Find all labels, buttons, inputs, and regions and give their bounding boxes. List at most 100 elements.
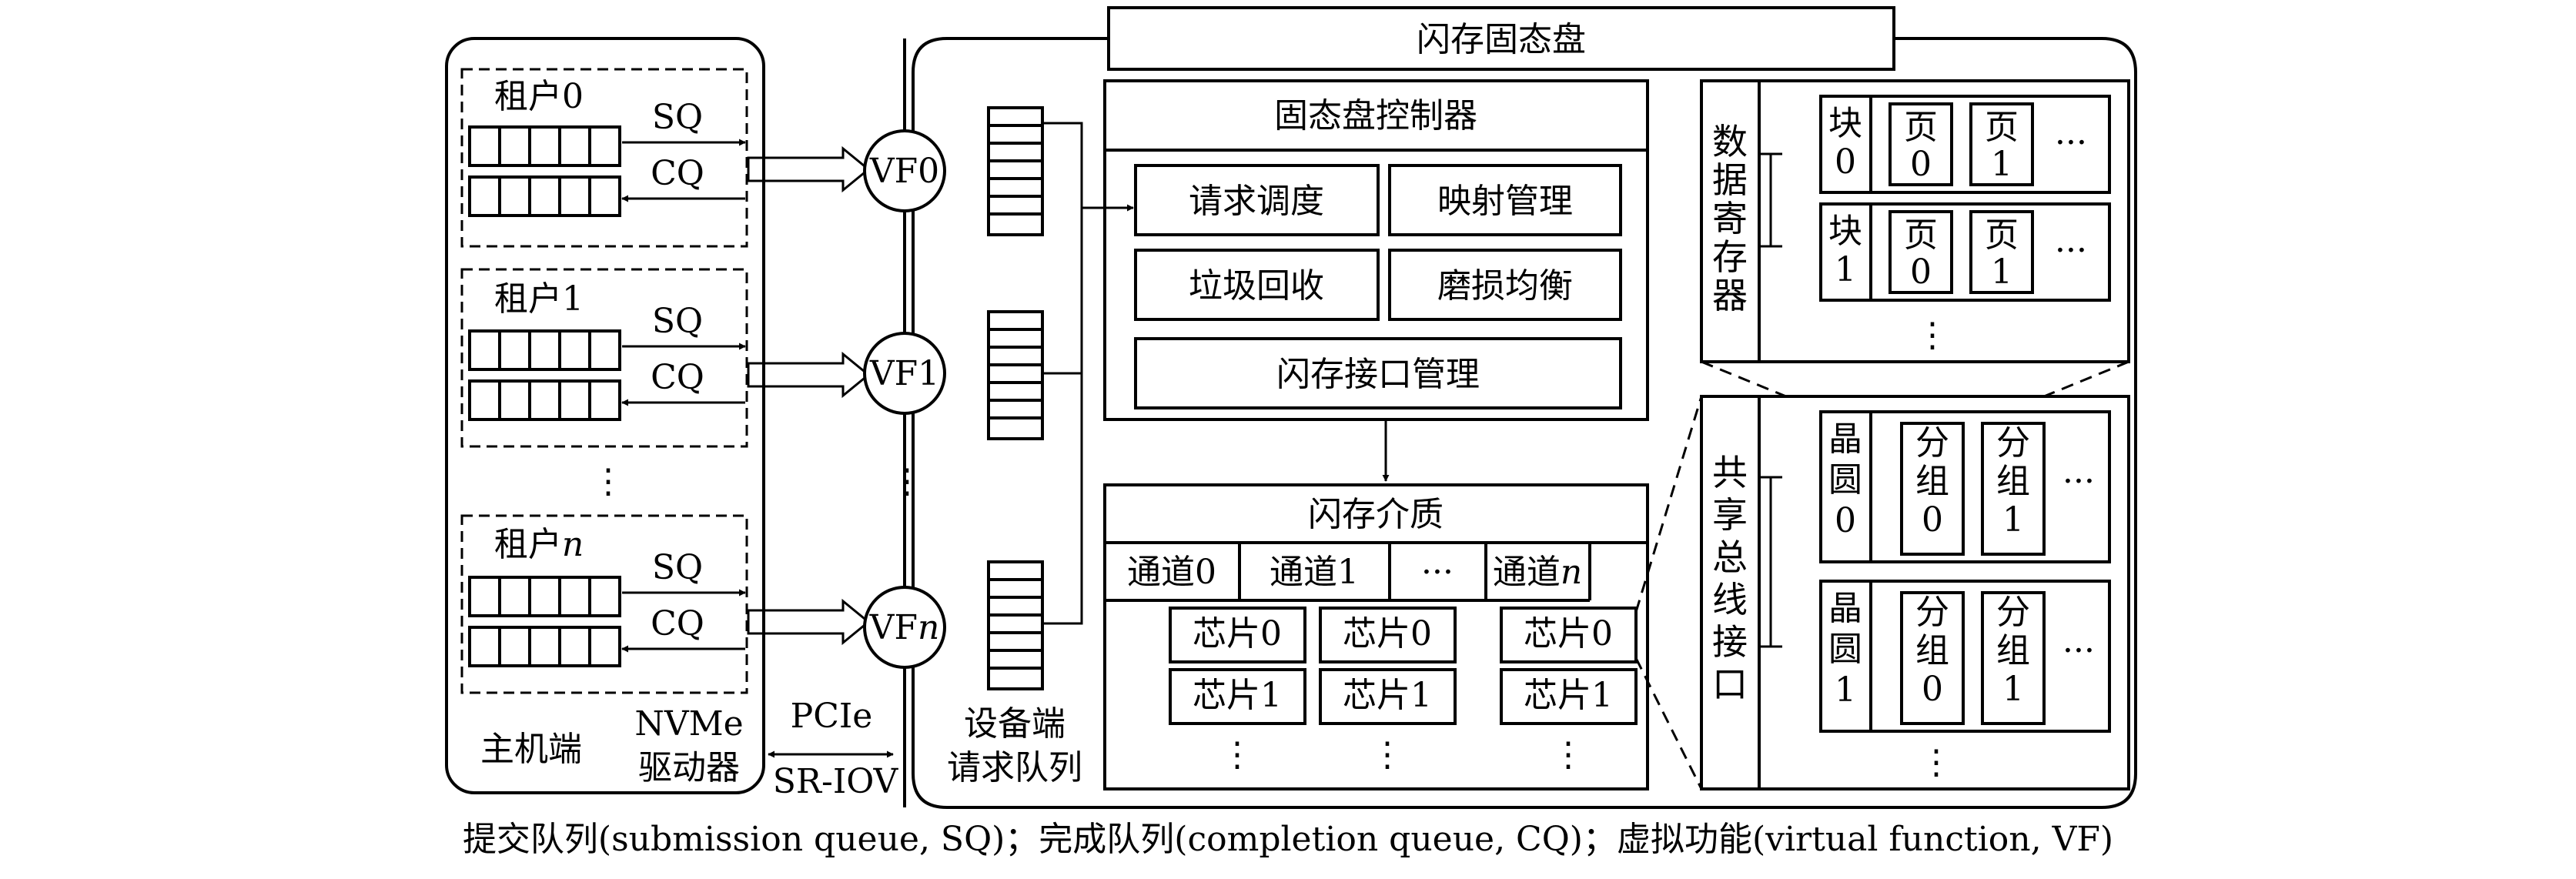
chip-box <box>1169 607 1638 725</box>
chip-label: 芯片0 <box>1343 614 1432 653</box>
vertical-title-char: 寄 <box>1712 198 1748 239</box>
module-label: 映射管理 <box>1437 182 1573 221</box>
group-label: 分 <box>1915 423 1949 463</box>
module-box <box>1388 164 1622 236</box>
register-bracket <box>1759 152 1782 248</box>
wafer-box <box>1819 580 2111 733</box>
page-label: 页 <box>1904 216 1938 255</box>
wafer-box <box>1819 410 2111 563</box>
tenant-n-box <box>460 514 748 694</box>
page-ellipsis: ··· <box>2055 231 2087 270</box>
group-label: 0 <box>1922 670 1943 709</box>
media-box <box>1103 483 1649 790</box>
group-label: 组 <box>1915 462 1949 501</box>
page-label: 页 <box>1904 108 1938 147</box>
vertical-title-char: 线 <box>1712 579 1748 620</box>
group-label: 组 <box>1996 462 2030 501</box>
module-label: 闪存接口管理 <box>1276 355 1480 394</box>
module-box <box>1134 337 1622 409</box>
vertical-title-char: 器 <box>1712 275 1748 316</box>
device-queue-label: 设备端 <box>964 704 1066 744</box>
wafer-label: 晶 <box>1828 589 1862 628</box>
driver-label: 驱动器 <box>638 748 740 787</box>
vertical-title-char: 享 <box>1712 494 1748 536</box>
driver-label: NVMe <box>634 704 743 744</box>
ssd-title: 闪存固态盘 <box>1417 20 1586 59</box>
vertical-title-char: 共 <box>1712 452 1748 493</box>
wafer-label: 1 <box>1835 670 1856 710</box>
caption: 提交队列(submission queue, SQ)；完成队列(completi… <box>463 820 2113 859</box>
block-label: 块 <box>1828 212 1862 251</box>
sq-label: SQ <box>652 98 703 137</box>
vf-circle <box>863 129 946 212</box>
block-box <box>1819 95 2111 194</box>
zoom-lines <box>1634 360 2129 790</box>
block-label: 1 <box>1835 250 1856 289</box>
tenant-1-box <box>460 268 748 448</box>
host-label: 主机端 <box>480 730 582 769</box>
chip-ellipsis: ⋮ <box>1220 735 1254 774</box>
page-ellipsis: ··· <box>2055 123 2087 162</box>
group-label: 组 <box>1915 631 1949 670</box>
page-label: 1 <box>1991 252 2012 292</box>
vertical-title-char: 据 <box>1712 159 1748 201</box>
wafer-label: 圆 <box>1828 460 1862 500</box>
device-queue <box>987 560 1044 690</box>
block-label: 0 <box>1835 142 1856 182</box>
hollow-arrow <box>747 145 871 193</box>
vertical-title-char: 存 <box>1712 236 1748 278</box>
bus-bracket <box>1759 476 1782 648</box>
media-title: 闪存介质 <box>1308 495 1444 534</box>
wafer-label: 圆 <box>1828 630 1862 669</box>
wafer-ellipsis: ⋮ <box>1919 743 1953 782</box>
hollow-arrow <box>747 351 871 399</box>
group-label: 组 <box>1996 631 2030 670</box>
module-label: 磨损均衡 <box>1437 266 1573 306</box>
register-title: 数据寄存器 <box>1712 121 1748 316</box>
chip-label: 芯片1 <box>1524 676 1613 715</box>
channel-label: 通道n <box>1493 553 1582 592</box>
channel-label: 通道0 <box>1127 553 1216 592</box>
host-queue <box>468 329 621 421</box>
tenant-ellipsis: ⋮ <box>591 462 625 501</box>
ssd-outline <box>912 37 2137 809</box>
cq-label: CQ <box>651 604 704 643</box>
page-label: 页 <box>1985 108 2019 147</box>
controller-title: 固态盘控制器 <box>1274 96 1477 135</box>
vertical-title-char: 口 <box>1712 663 1748 705</box>
module-label: 请求调度 <box>1189 182 1324 221</box>
sq-cq-arrows <box>621 139 746 653</box>
group-label: 分 <box>1996 593 2030 632</box>
queue-merge-lines <box>1042 122 1134 625</box>
chip-label: 芯片0 <box>1193 614 1282 653</box>
bus-title: 共享总线接口 <box>1712 452 1748 705</box>
wafer-label: 0 <box>1835 501 1856 540</box>
tenant-label: 租户0 <box>494 77 584 116</box>
module-box <box>1388 249 1622 321</box>
group-label: 1 <box>2002 670 2024 709</box>
vf-circle <box>863 332 946 415</box>
controller-box <box>1103 79 1649 421</box>
chip-ellipsis: ⋮ <box>1551 735 1585 774</box>
host-queue <box>468 125 621 217</box>
vf-ellipsis: ⋮ <box>890 462 924 501</box>
group-label: 0 <box>1922 500 1943 540</box>
hollow-arrow <box>747 598 871 646</box>
chip-label: 芯片1 <box>1193 676 1282 715</box>
group-ellipsis: ··· <box>2062 631 2095 670</box>
tenant-0-box <box>460 68 748 248</box>
module-box <box>1134 249 1380 321</box>
register-panel <box>1700 79 2130 363</box>
chip-label: 芯片1 <box>1343 676 1432 715</box>
bus-panel <box>1700 395 2130 790</box>
page-label: 0 <box>1910 145 1932 184</box>
ssd-title-box <box>1107 6 1895 71</box>
wafer-label: 晶 <box>1828 419 1862 459</box>
vertical-title-char: 数 <box>1712 121 1748 162</box>
vf-label: VF0 <box>869 152 939 191</box>
vf-circle <box>863 586 946 669</box>
pcie-label: PCIe <box>791 697 873 736</box>
module-box <box>1134 164 1380 236</box>
device-queue-label: 请求队列 <box>947 748 1082 787</box>
